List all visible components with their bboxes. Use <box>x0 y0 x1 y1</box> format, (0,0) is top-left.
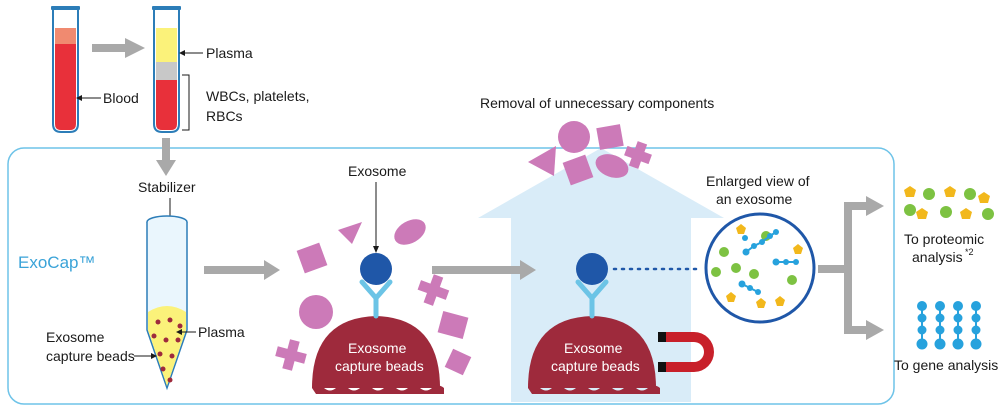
bead1-label-line2-text: capture beads <box>335 358 424 374</box>
cells-bracket <box>182 74 190 131</box>
plasma-top-label: Plasma <box>206 45 253 61</box>
brand-label: ExoCap™ <box>18 253 95 272</box>
exosome-label: Exosome <box>348 163 407 179</box>
branch-arrows <box>818 196 884 340</box>
bead1-label-line1: Exosome <box>348 340 407 356</box>
enlarged-label-line1: Enlarged view of <box>706 173 810 189</box>
rna-icon <box>916 301 982 350</box>
blood-tube <box>51 6 80 133</box>
bead2-label-line1: Exosome <box>564 340 623 356</box>
plasma-tube-label: Plasma <box>198 324 245 340</box>
contaminants-binding <box>275 219 472 376</box>
capture-bead-1 <box>312 316 440 388</box>
magnet-icon <box>658 332 714 372</box>
enlarged-exosome-contents <box>711 224 803 308</box>
exosome-1 <box>360 253 392 285</box>
exocap-tube <box>146 215 188 391</box>
contaminants-removed <box>528 121 652 186</box>
step-arrow-2 <box>156 138 176 176</box>
enlarged-label-line2: an exosome <box>716 191 792 207</box>
antibody-1 <box>359 279 393 319</box>
proteomic-footnote: *2 <box>965 247 974 257</box>
proteomic-label-line1: To proteomic <box>904 231 984 247</box>
step-arrow-3 <box>204 260 280 280</box>
cells-label-line1: WBCs, platelets, <box>206 88 309 104</box>
cells-label-line2: RBCs <box>206 108 243 124</box>
bead2-label-line2: capture beads <box>551 358 640 374</box>
protein-icon <box>904 186 994 220</box>
gene-label: To gene analysis <box>894 357 998 373</box>
step-arrow-1 <box>92 38 145 58</box>
proteomic-label-line2: analysis <box>912 249 963 265</box>
stabilizer-label: Stabilizer <box>138 179 196 195</box>
exosome-2 <box>576 253 608 285</box>
blood-label: Blood <box>103 90 139 106</box>
antibody-2 <box>575 279 609 319</box>
beads-label-line1: Exosome <box>46 329 105 345</box>
beads-label-line2: capture beads <box>46 348 135 364</box>
step-arrow-4 <box>432 260 536 280</box>
separated-tube <box>152 6 181 133</box>
removal-label: Removal of unnecessary components <box>480 95 714 111</box>
capture-bead-2 <box>528 316 656 388</box>
